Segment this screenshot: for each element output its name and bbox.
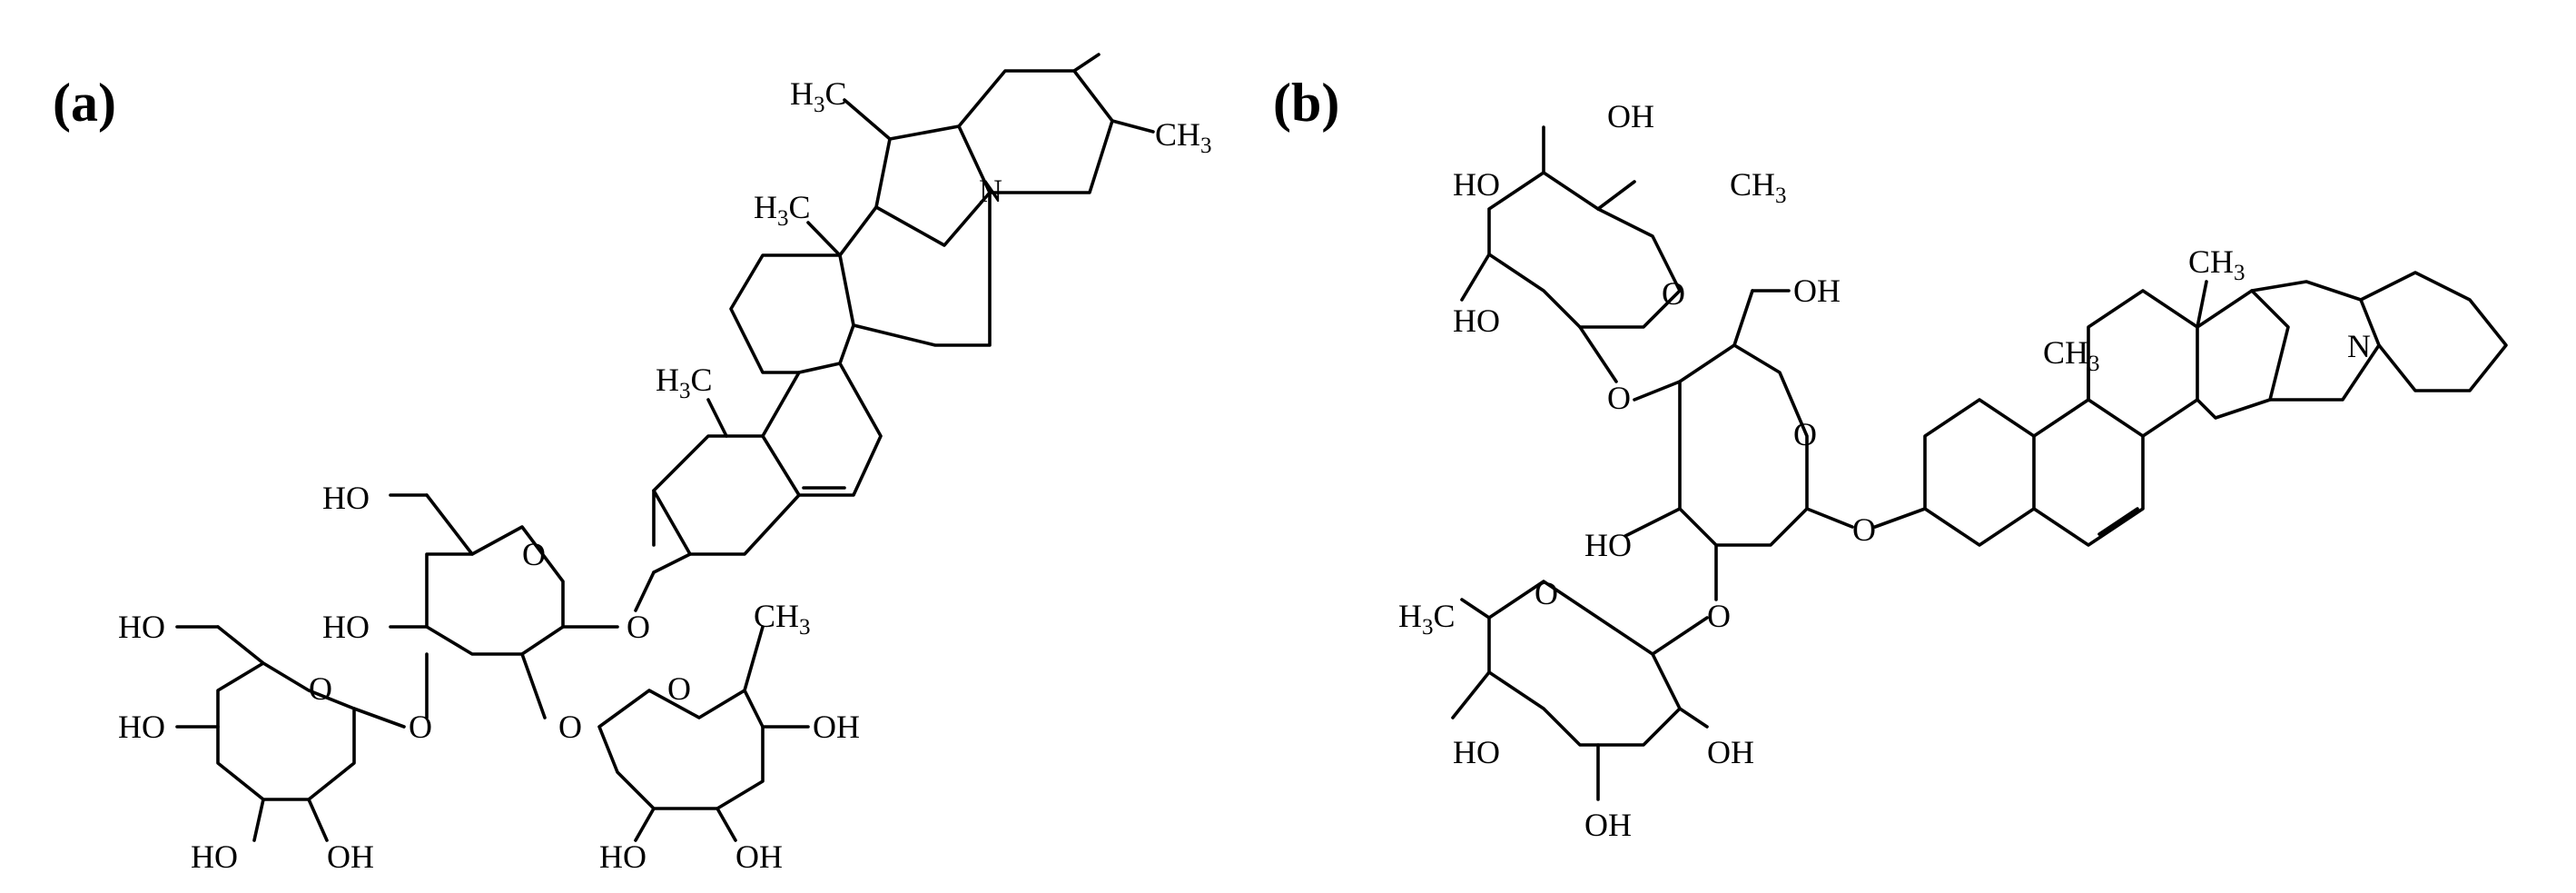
label-h3c-mid: H3C (754, 189, 811, 231)
label-b-ho-4: HO (1453, 734, 1500, 770)
label-o-ring-rha: O (667, 670, 691, 707)
label-o-link-right: O (558, 709, 582, 745)
panel-a-atom-labels: H3C CH3 H3C H3C N CH3 HO HO HO HO HO OH … (118, 75, 1212, 875)
panel-b-atom-labels: OH HO CH3 HO OH CH3 CH3 N HO H3C HO OH O… (1398, 98, 2371, 843)
label-b-ch3-rha2: H3C (1398, 598, 1456, 640)
label-b-ch3-rha1: CH3 (1730, 166, 1787, 208)
label-ho-4: HO (118, 709, 165, 745)
label-ch3-rha: CH3 (754, 598, 811, 640)
panel-b-alkaloid-skeleton (1873, 271, 2508, 547)
label-b-o-ring-glc: O (1793, 416, 1817, 452)
label-o-glyco: O (627, 609, 650, 645)
panel-b: (b) (1273, 73, 2508, 843)
panel-a-alkaloid-skeleton (634, 53, 1155, 612)
label-b-o-ring-rha2: O (1535, 575, 1558, 611)
label-ho-2: HO (322, 609, 370, 645)
label-ho-3: HO (118, 609, 165, 645)
label-b-oh-3: OH (1584, 807, 1632, 843)
label-b-ho-3: HO (1584, 527, 1632, 563)
label-b-o-link-top: O (1607, 380, 1631, 416)
label-n: N (979, 173, 1002, 209)
label-oh-2: OH (735, 838, 783, 875)
label-ch3-right: CH3 (1155, 116, 1212, 158)
panel-a: (a) (53, 53, 1212, 875)
label-ho-6: HO (599, 838, 646, 875)
panel-b-sugar-chain (1451, 125, 1854, 801)
panel-a-sugar-chain (175, 493, 810, 842)
label-b-ho-1: HO (1453, 166, 1500, 203)
label-b-o-link-bottom: O (1707, 598, 1731, 634)
label-b-o-ring-rha1: O (1662, 275, 1685, 312)
label-b-oh-ch2: OH (1793, 273, 1841, 309)
label-o-link-left: O (409, 709, 432, 745)
label-o-ring-left: O (309, 670, 332, 707)
label-b-ho-2: HO (1453, 303, 1500, 339)
label-b-o-aglycone: O (1852, 511, 1876, 548)
label-oh-1: OH (327, 838, 374, 875)
panel-a-label: (a) (53, 73, 116, 133)
label-b-n: N (2347, 328, 2371, 364)
label-ho-1: HO (322, 480, 370, 516)
label-b-ch3-c13: CH3 (2188, 243, 2245, 285)
label-b-oh-2: OH (1707, 734, 1754, 770)
label-h3c-low: H3C (656, 362, 713, 403)
label-o-ring-glc: O (522, 536, 546, 572)
label-b-oh-top: OH (1607, 98, 1654, 134)
label-oh-3: OH (813, 709, 860, 745)
panel-b-label: (b) (1273, 73, 1339, 133)
label-b-ch3-c10: CH3 (2043, 334, 2100, 376)
label-ho-5: HO (191, 838, 238, 875)
label-h3c-top: H3C (790, 75, 847, 117)
